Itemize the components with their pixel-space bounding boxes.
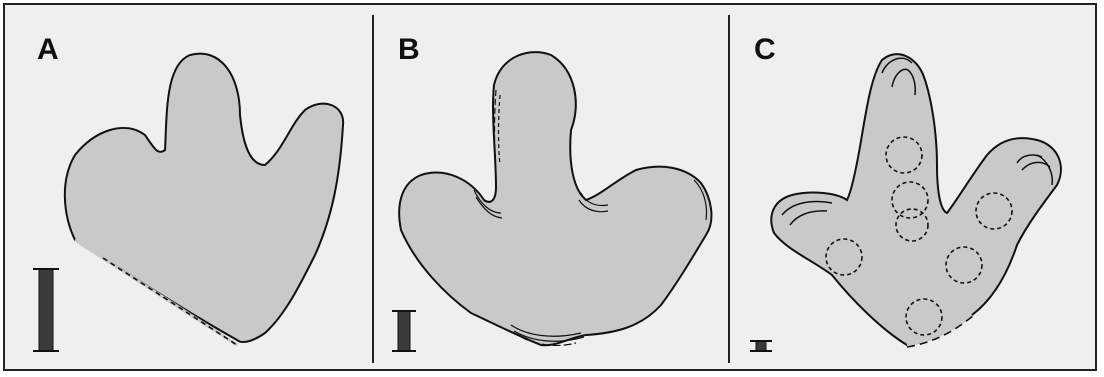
footprint-figure: A B (3, 3, 1097, 371)
panel-label-b: B (398, 35, 420, 65)
scale-bar-c (756, 341, 766, 351)
scale-bar-b (398, 311, 410, 351)
footprint-a-outline (65, 54, 343, 342)
footprint-b-outline (399, 52, 711, 345)
panel-c-drawing (732, 15, 1085, 363)
panel-label-c: C (754, 35, 776, 65)
panel-a: A (15, 15, 368, 363)
panel-b: B (376, 15, 724, 363)
panel-label-a: A (37, 35, 59, 65)
panel-divider-1 (372, 15, 374, 363)
panel-divider-2 (728, 15, 730, 363)
panel-a-drawing (15, 15, 368, 363)
panel-b-drawing (376, 15, 724, 363)
scale-bar-a (39, 269, 53, 351)
panel-c: C (732, 15, 1085, 363)
footprint-c-outline (771, 54, 1061, 345)
